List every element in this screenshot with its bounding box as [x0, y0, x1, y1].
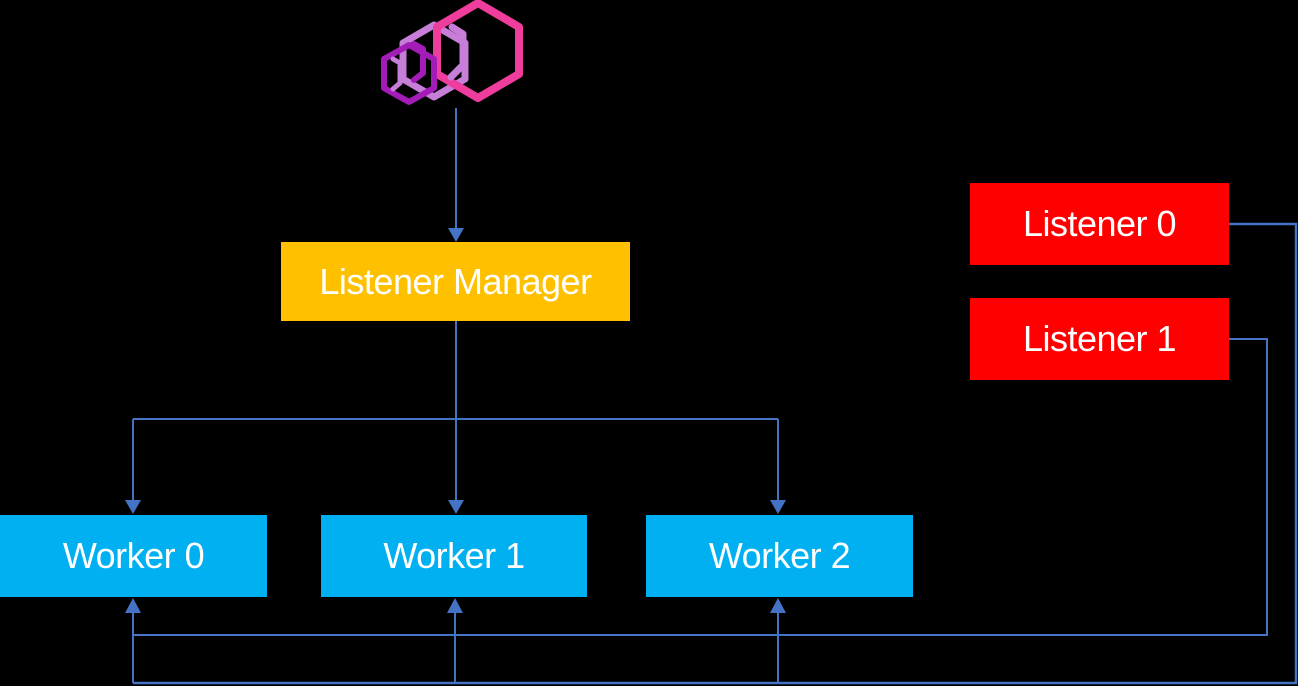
envoy-logo-small-cube	[381, 42, 437, 105]
worker-1-node: Worker 1	[321, 515, 587, 597]
listener-1-label: Listener 1	[1022, 318, 1177, 359]
worker-1-label: Worker 1	[383, 535, 525, 576]
arrowhead-into-worker-1-top	[448, 500, 464, 514]
arrowhead-into-worker-0-top	[125, 500, 141, 514]
arrowhead-into-worker-2-bottom	[770, 598, 786, 613]
connector-listener-manager-to-workers	[125, 321, 786, 514]
envoy-logo	[381, 0, 523, 105]
worker-0-node: Worker 0	[0, 515, 267, 597]
arrowhead-into-listener-manager	[448, 228, 464, 242]
arrowhead-into-worker-1-bottom	[447, 598, 463, 613]
connector-listener-0-bus	[133, 222, 1298, 685]
listener-1-node: Listener 1	[970, 298, 1229, 380]
worker-2-label: Worker 2	[708, 535, 851, 576]
arrowhead-into-worker-0-bottom	[125, 598, 141, 613]
listener-0-node: Listener 0	[970, 183, 1229, 265]
envoy-logo-large-cube	[433, 0, 523, 102]
listener-manager-label: Listener Manager	[319, 260, 592, 302]
connector-bus-to-worker-bottoms	[125, 598, 786, 683]
listener-0-label: Listener 0	[1022, 203, 1177, 244]
connector-logo-to-listener-manager	[448, 108, 464, 242]
worker-2-node: Worker 2	[646, 515, 913, 597]
arrowhead-into-worker-2-top	[770, 500, 786, 514]
connector-listener-1-bus	[133, 338, 1268, 636]
listener-manager-node: Listener Manager	[281, 242, 630, 321]
worker-0-label: Worker 0	[62, 535, 205, 576]
